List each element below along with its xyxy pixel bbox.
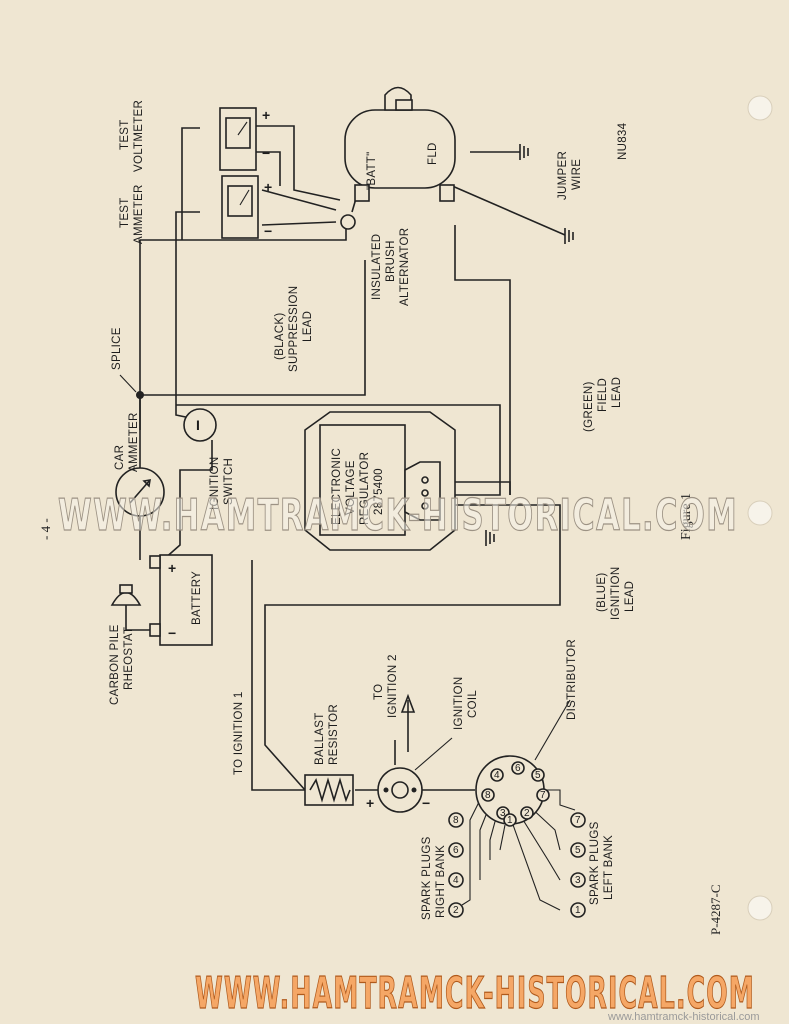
label-suppression-2: SUPPRESSION [288, 286, 300, 372]
label-distributor: DISTRIBUTOR [566, 639, 578, 720]
label-splice: SPLICE [111, 327, 123, 370]
label-car-ammeter-1: CAR [114, 445, 126, 470]
label-car-ammeter-2: AMMETER [128, 412, 140, 472]
ignition-switch-marker: I [196, 417, 200, 433]
battery [149, 554, 213, 646]
label-carbon-pile-2: RHEOSTAT [123, 627, 135, 690]
label-drawing-code: NU834 [617, 122, 629, 160]
label-to-ignition-2b: IGNITION 2 [387, 654, 399, 718]
watermark-small: www.hamtramck-historical.com [607, 1011, 760, 1023]
label-battery: BATTERY [191, 571, 203, 625]
document-code: P-4287-C [708, 884, 723, 935]
label-right-bank-1: SPARK PLUGS [421, 836, 433, 920]
label-batt: "BATT" [366, 151, 378, 190]
distributor-pin-1: 1 [507, 815, 513, 826]
ignition-switch [183, 408, 217, 442]
page-number: - 4 - [38, 518, 53, 540]
coil-minus: − [422, 795, 430, 811]
label-test-ammeter-1: TEST [119, 197, 131, 228]
distributor [475, 699, 571, 827]
label-alternator-1: INSULATED [371, 234, 383, 300]
car-ammeter [115, 467, 165, 517]
label-suppression-1: (BLACK) [274, 313, 286, 360]
spark-plugs-right-bank [448, 812, 464, 918]
label-carbon-pile-1: CARBON PILE [109, 624, 121, 705]
distributor-pin-6: 6 [515, 763, 521, 774]
label-test-voltmeter-1: TEST [119, 119, 131, 150]
splice-arrow [119, 374, 137, 393]
watermark-middle: WWW.HAMTRAMCK-HISTORICAL.COM [58, 490, 738, 541]
watermark-bottom: WWW.HAMTRAMCK-HISTORICAL.COM [195, 968, 755, 1019]
electronic-voltage-regulator [304, 411, 456, 551]
label-test-voltmeter-2: VOLTMETER [133, 100, 145, 172]
ammeter-plus: + [264, 179, 272, 195]
left-plug-7: 7 [575, 815, 581, 826]
ignition-coil [377, 693, 453, 813]
right-plug-6: 6 [453, 845, 459, 856]
left-plug-3: 3 [575, 875, 581, 886]
carbon-pile-rheostat [110, 584, 142, 606]
punch-hole-top [747, 95, 773, 121]
test-voltmeter [219, 107, 257, 171]
label-fld: FLD [427, 142, 439, 165]
label-field-lead-2: FIELD [597, 378, 609, 412]
label-left-bank-1: SPARK PLUGS [589, 821, 601, 905]
right-plug-2: 2 [453, 905, 459, 916]
splice-point [136, 391, 144, 399]
label-regulator-3: REGULATOR [359, 452, 371, 525]
label-regulator-1: ELECTRONIC [331, 448, 343, 525]
label-alternator-2: BRUSH [385, 240, 397, 282]
battery-minus: − [168, 625, 176, 641]
distributor-pin-4: 4 [494, 770, 500, 781]
battery-terminal-clamp [340, 214, 356, 230]
voltmeter-plus: + [262, 107, 270, 123]
right-plug-8: 8 [453, 815, 459, 826]
punch-hole-middle [747, 500, 773, 526]
label-alternator-3: ALTERNATOR [399, 228, 411, 306]
label-suppression-3: LEAD [302, 311, 314, 342]
label-field-lead-1: (GREEN) [583, 381, 595, 432]
distributor-pin-8: 8 [485, 790, 491, 801]
label-ballast-2: RESISTOR [328, 704, 340, 765]
label-left-bank-2: LEFT BANK [603, 835, 615, 900]
punch-hole-bottom [747, 895, 773, 921]
label-ignition-coil-2: COIL [467, 690, 479, 718]
battery-plus: + [168, 560, 176, 576]
ground-symbols [485, 144, 574, 546]
label-regulator-4: 2875400 [373, 468, 385, 515]
label-jumper-wire-1: JUMPER [557, 151, 569, 200]
left-plug-1: 1 [575, 905, 581, 916]
alternator [344, 86, 456, 202]
label-test-ammeter-2: AMMETER [133, 184, 145, 244]
resistor-plus: + [366, 795, 374, 811]
ballast-resistor [304, 774, 354, 806]
left-plug-5: 5 [575, 845, 581, 856]
label-to-ignition-1: TO IGNITION 1 [233, 691, 245, 775]
distributor-pin-7: 7 [540, 790, 546, 801]
label-regulator-2: VOLTAGE [345, 460, 357, 515]
label-ignition-coil-1: IGNITION [453, 676, 465, 730]
label-ignition-switch-2: SWITCH [223, 458, 235, 505]
spark-plugs-left-bank [570, 812, 586, 918]
label-ballast-1: BALLAST [314, 712, 326, 765]
figure-caption: Figure 1 [679, 493, 694, 540]
label-ignition-lead-1: (BLUE) [596, 572, 608, 612]
ammeter-minus: − [264, 223, 272, 239]
test-ammeter [221, 175, 259, 239]
distributor-pin-3: 3 [500, 808, 506, 819]
right-plug-4: 4 [453, 875, 459, 886]
label-jumper-wire-2: WIRE [571, 159, 583, 190]
label-ignition-lead-3: LEAD [624, 581, 636, 612]
label-ignition-switch-1: IGNITION [209, 456, 221, 510]
distributor-pin-2: 2 [524, 808, 530, 819]
distributor-pin-5: 5 [535, 770, 541, 781]
label-field-lead-3: LEAD [611, 377, 623, 408]
label-to-ignition-2a: TO [373, 684, 385, 700]
voltmeter-minus: − [262, 145, 270, 161]
label-right-bank-2: RIGHT BANK [435, 845, 447, 918]
label-ignition-lead-2: IGNITION [610, 566, 622, 620]
